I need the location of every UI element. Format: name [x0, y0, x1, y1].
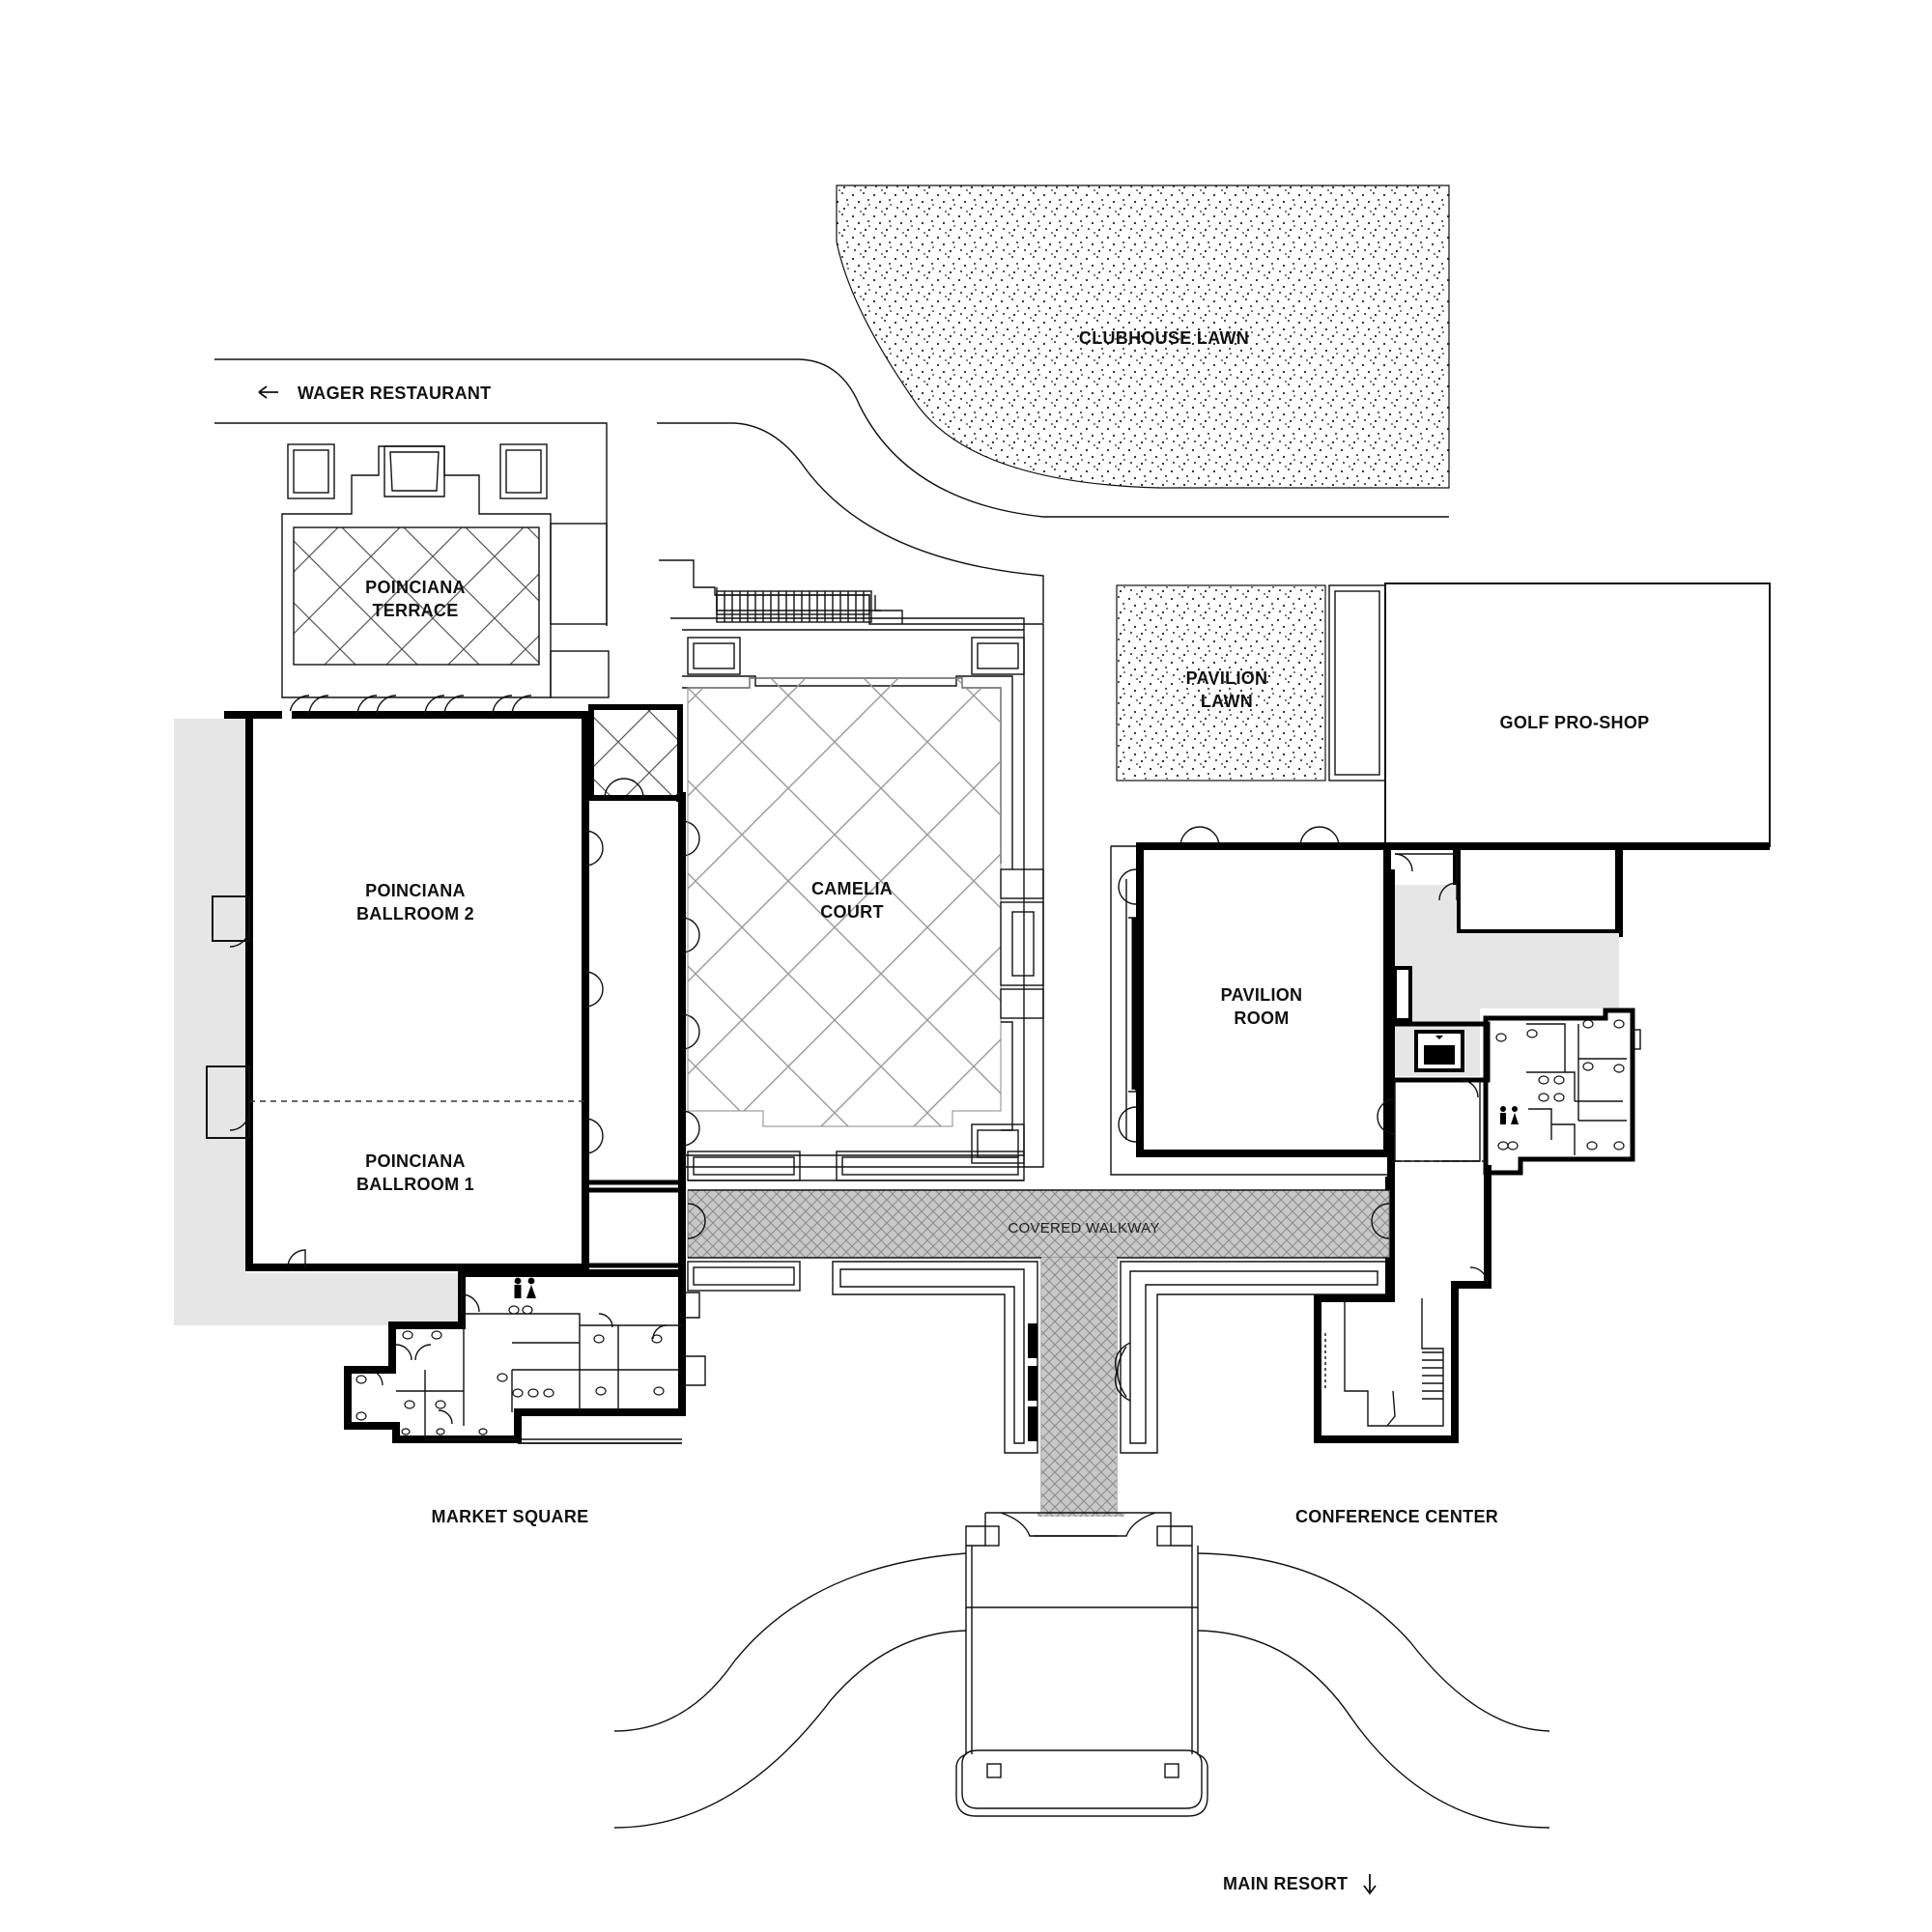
poinciana-ballroom-1-label-2: BALLROOM 1 — [356, 1175, 474, 1194]
poinciana-ballroom-2-label-2: BALLROOM 2 — [356, 904, 474, 923]
clubhouse-lawn — [836, 185, 1450, 489]
main-resort-label: MAIN RESORT — [1223, 1874, 1348, 1893]
arrow-left-icon — [258, 385, 278, 399]
camelia-court-label-1: CAMELIA — [811, 879, 893, 898]
west-restrooms — [344, 1269, 706, 1444]
stairs-east — [1422, 1351, 1443, 1400]
golf-pro-shop-label: GOLF PRO-SHOP — [1500, 713, 1650, 732]
elevator-icon — [1414, 1030, 1464, 1072]
camelia-court-label-2: COURT — [820, 902, 884, 922]
clubhouse-lawn-label: CLUBHOUSE LAWN — [1079, 328, 1249, 348]
golf-pro-shop — [1383, 582, 1771, 937]
restroom-icon — [514, 1277, 536, 1298]
pavilion-lawn — [1116, 584, 1326, 781]
east-service-area — [1314, 853, 1641, 1443]
shaded-service-area — [174, 719, 245, 1325]
pavilion-room-label-1: PAVILION — [1221, 985, 1303, 1005]
main-entry-drive — [613, 1512, 1550, 1829]
east-restrooms — [1483, 1008, 1641, 1176]
poinciana-ballroom-2-label-1: POINCIANA — [365, 881, 466, 900]
stairs — [716, 590, 872, 623]
poinciana-ballrooms — [206, 695, 604, 1271]
pavilion-room-label-2: ROOM — [1234, 1009, 1289, 1028]
restroom-icon — [1500, 1106, 1519, 1124]
poinciana-terrace — [281, 443, 610, 698]
pavilion-lawn-label-1: PAVILION — [1186, 668, 1268, 688]
poinciana-ballroom-1-label-1: POINCIANA — [365, 1151, 466, 1171]
camelia-court — [659, 559, 1044, 1181]
pavilion-lawn-label-2: LAWN — [1201, 692, 1253, 711]
arrow-down-icon — [1363, 1874, 1377, 1895]
covered-walkway-label: COVERED WALKWAY — [1008, 1220, 1159, 1236]
conference-center-label: CONFERENCE CENTER — [1295, 1507, 1498, 1526]
wager-restaurant-label: WAGER RESTAURANT — [298, 384, 491, 403]
market-square-label: MARKET SQUARE — [432, 1507, 589, 1526]
poinciana-terrace-label-2: TERRACE — [372, 601, 458, 620]
covered-walkway — [687, 1177, 1393, 1517]
poinciana-terrace-label-1: POINCIANA — [365, 578, 466, 597]
